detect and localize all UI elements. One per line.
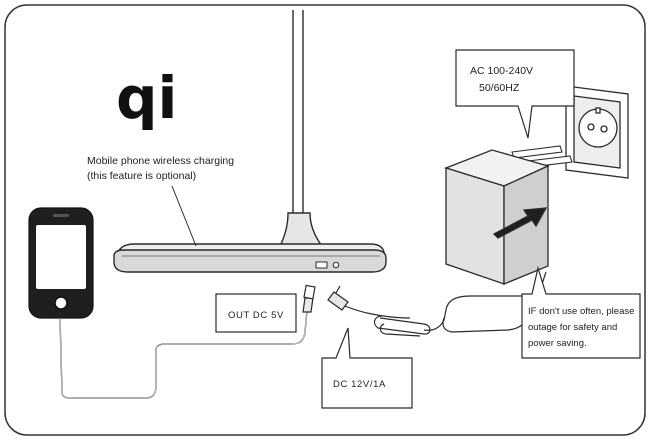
outlet-hole-left bbox=[587, 123, 595, 131]
adapter-direction-arrow bbox=[492, 207, 548, 239]
note-label-line2: outage for safety and bbox=[528, 322, 617, 333]
dc-port bbox=[332, 261, 340, 269]
usb-cable-highlight bbox=[59, 309, 308, 399]
note-label-line1: IF don't use often, please bbox=[528, 306, 634, 317]
adapter-side bbox=[503, 164, 549, 285]
outlet-socket bbox=[578, 108, 618, 148]
dc-in-label-box bbox=[321, 327, 413, 409]
wireless-leader-line bbox=[171, 185, 197, 247]
ac-label-line2: 50/60HZ bbox=[479, 82, 520, 94]
desk-lamp bbox=[113, 10, 387, 273]
wall-outlet bbox=[565, 85, 629, 179]
lamp-base bbox=[113, 249, 387, 273]
mobile-phone bbox=[28, 207, 94, 319]
dc-cable bbox=[344, 305, 411, 319]
dc-cable-coil bbox=[373, 315, 431, 337]
ac-label-line1: AC 100-240V bbox=[470, 65, 533, 77]
note-label-box bbox=[521, 265, 641, 359]
note-label-line3: power saving. bbox=[528, 338, 587, 349]
outlet-hole-right bbox=[600, 125, 608, 133]
outlet-earth-pin bbox=[595, 107, 601, 114]
adapter-front bbox=[445, 167, 505, 285]
wireless-label-line1: Mobile phone wireless charging bbox=[87, 155, 234, 167]
dc-plug bbox=[327, 285, 411, 319]
power-adapter bbox=[444, 149, 550, 285]
dc-plug-pin bbox=[335, 285, 341, 294]
usb-port bbox=[315, 261, 328, 269]
dc-in-label: DC 12V/1A bbox=[333, 379, 386, 390]
dc-plug-head bbox=[327, 291, 349, 311]
usb-plug bbox=[302, 284, 316, 313]
usb-out-label: OUT DC 5V bbox=[228, 310, 284, 321]
usb-plug-body bbox=[302, 297, 314, 313]
phone-home-button bbox=[54, 296, 68, 310]
usb-out-label-box bbox=[215, 293, 297, 333]
ac-label-box bbox=[455, 49, 575, 139]
phone-speaker bbox=[53, 214, 69, 217]
phone-screen bbox=[36, 225, 86, 289]
diagram-frame bbox=[4, 4, 646, 436]
usb-plug-tip bbox=[303, 284, 316, 300]
qi-logo-text: qi bbox=[116, 64, 177, 132]
wireless-label-line2: (this feature is optional) bbox=[87, 170, 196, 182]
qi-logo: qi bbox=[116, 64, 177, 132]
lamp-pole bbox=[292, 10, 304, 215]
